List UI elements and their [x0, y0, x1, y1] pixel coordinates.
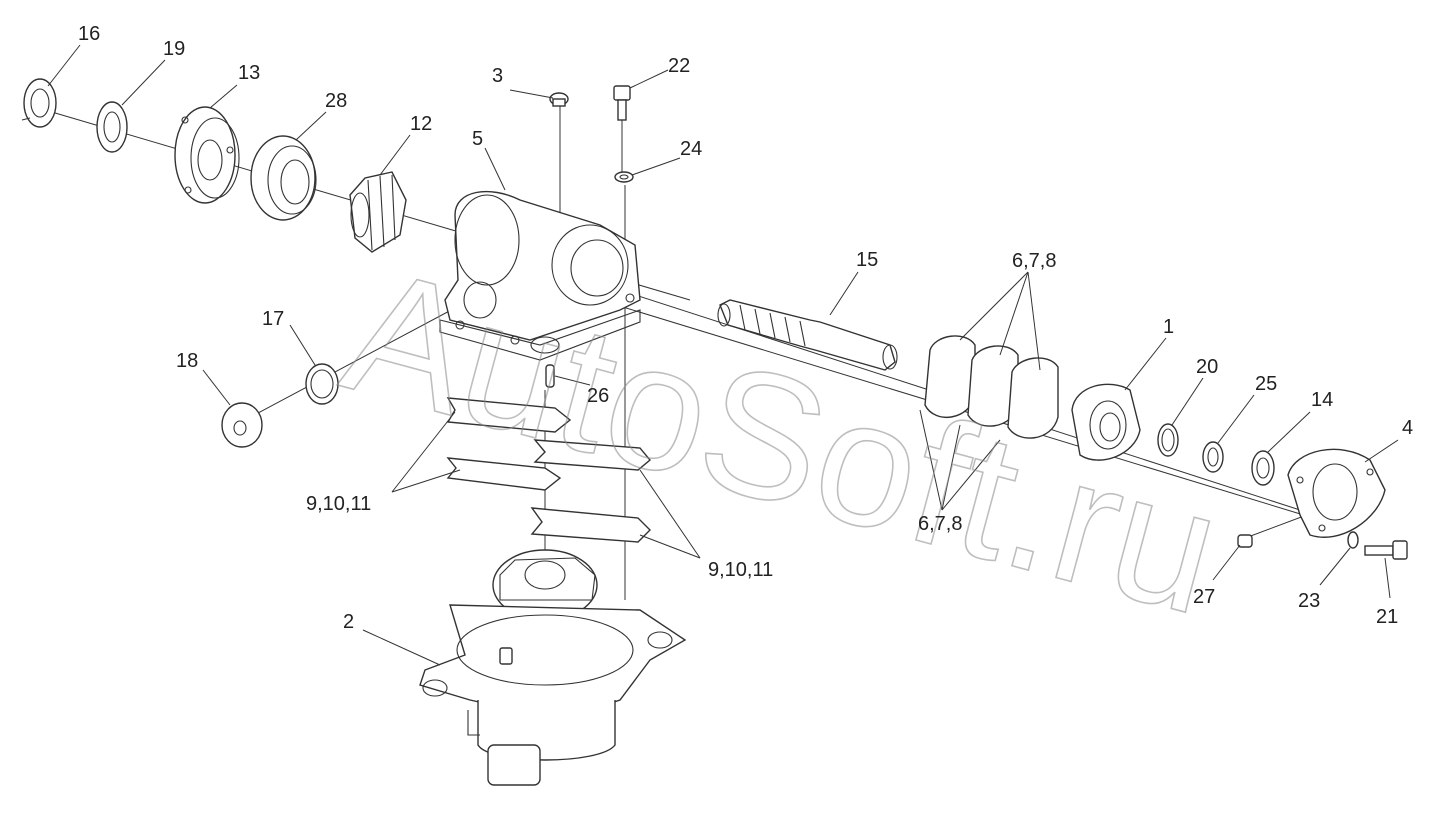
part-1-cup	[1071, 383, 1141, 461]
part-14-nut	[1251, 450, 1275, 486]
part-3-plug	[549, 92, 569, 107]
part-19-washer	[96, 101, 128, 153]
part-16-nut	[21, 78, 57, 128]
callout-17: 17	[262, 308, 284, 330]
callout-22: 22	[668, 55, 690, 77]
part-15-shaft	[717, 299, 898, 371]
callout-5: 5	[472, 128, 483, 150]
callout-6-7-8-bottom: 6,7,8	[918, 513, 962, 535]
callout-24: 24	[680, 138, 702, 160]
part-21-bolt	[1364, 540, 1408, 560]
callout-9-10-11-right: 9,10,11	[708, 559, 773, 581]
callout-9-10-11-left: 9,10,11	[306, 493, 371, 515]
callout-6-7-8-top: 6,7,8	[1012, 250, 1056, 272]
part-20-ring	[1157, 423, 1179, 457]
callout-26: 26	[587, 385, 609, 407]
callout-labels: 16 19 13 28 12 3 22 24 5 15 6,7,8 6,7,8 …	[78, 23, 1413, 633]
callout-25: 25	[1255, 373, 1277, 395]
part-25-lockwasher	[1202, 441, 1224, 473]
callout-18: 18	[176, 350, 198, 372]
watermark-text: AutoSoft.ru	[327, 229, 1239, 652]
part-22-bolt	[613, 85, 631, 121]
callout-16: 16	[78, 23, 100, 45]
callout-12: 12	[410, 113, 432, 135]
part-4-cover	[1287, 448, 1386, 538]
part-12-bevel-gear	[349, 171, 407, 253]
callout-14: 14	[1311, 389, 1333, 411]
callout-1: 1	[1163, 316, 1174, 338]
callout-19: 19	[163, 38, 185, 60]
leader-lines	[47, 44, 1399, 666]
part-27-fitting	[1237, 534, 1253, 548]
part-18-cap	[221, 402, 263, 448]
callout-3: 3	[492, 65, 503, 87]
part-23-washer	[1347, 531, 1359, 549]
part-24-washer	[614, 171, 634, 183]
part-13-flange	[174, 106, 240, 204]
part-5-housing	[439, 190, 641, 361]
callout-2: 2	[343, 611, 354, 633]
callout-15: 15	[856, 249, 878, 271]
callout-27: 27	[1193, 586, 1215, 608]
callout-4: 4	[1402, 417, 1413, 439]
callout-20: 20	[1196, 356, 1218, 378]
parts-9-10-11-gaskets	[446, 397, 651, 543]
callout-21: 21	[1376, 606, 1398, 628]
callout-28: 28	[325, 90, 347, 112]
part-26-pin	[545, 364, 555, 388]
callout-13: 13	[238, 62, 260, 84]
parts-6-7-8-shims	[924, 335, 1059, 439]
callout-23: 23	[1298, 590, 1320, 612]
part-28-bearing	[250, 135, 317, 221]
part-17-ring	[305, 363, 339, 405]
part-2-bottom-housing	[419, 549, 687, 786]
